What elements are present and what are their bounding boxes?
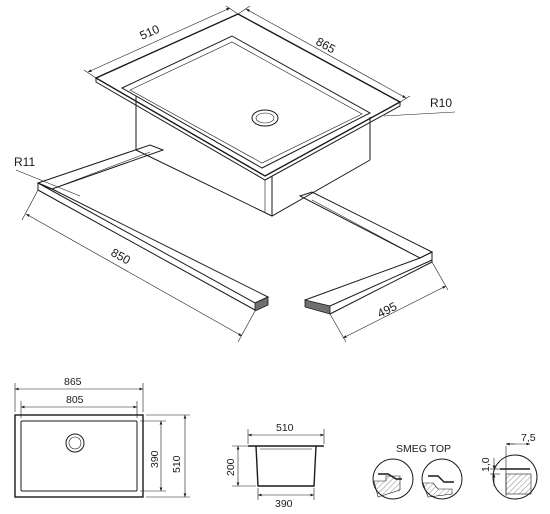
dim-iso-495-label: 495: [375, 299, 399, 321]
detail-undermount-icon: [421, 458, 463, 500]
dim-iso-865-label: 865: [314, 34, 339, 56]
install-details: SMEG TOP 7,5 1,0: [372, 432, 538, 500]
dim-iso-495: 495: [329, 261, 449, 343]
wood-end-left-icon: [254, 296, 269, 312]
dim-iso-r10-label: R10: [430, 96, 452, 110]
dim-sec-510-label: 510: [276, 422, 294, 434]
top-view-outline: [14, 414, 144, 498]
dim-iso-r11: R11: [14, 155, 81, 197]
dim-iso-r11-label: R11: [14, 155, 35, 169]
top-view-bowl: [20, 420, 138, 492]
dim-iso-850-label: 850: [109, 245, 134, 267]
wood-end-front-icon: [304, 299, 331, 315]
detail-edge-section-icon: [492, 446, 538, 500]
install-label: SMEG TOP: [396, 443, 451, 455]
drain-icon: [251, 109, 279, 127]
dim-top-865-label: 865: [64, 376, 82, 388]
isometric-view: 510 865 R10 R11 850: [14, 5, 456, 343]
dim-detail-7-5-label: 7,5: [521, 432, 536, 444]
section-view: 510 200 390: [225, 422, 325, 510]
dim-iso-510: 510: [83, 5, 239, 79]
detail-flush-mount-icon: [372, 458, 414, 500]
dim-sec-390-label: 390: [275, 498, 293, 510]
dim-top-390-label: 390: [149, 450, 161, 468]
top-view: 865 805 390 510: [14, 376, 190, 498]
top-view-drain-icon: [65, 433, 85, 453]
dim-iso-850: 850: [21, 189, 256, 343]
dim-top-510-label: 510: [171, 455, 183, 473]
dim-iso-510-label: 510: [138, 22, 162, 43]
dim-sec-200-label: 200: [225, 458, 237, 476]
sink-body: [94, 13, 402, 217]
cutout-frame: [36, 144, 434, 315]
dim-top-805-label: 805: [66, 394, 84, 406]
dim-detail-1-0-label: 1,0: [480, 457, 492, 472]
dim-iso-r10: R10: [383, 96, 456, 117]
